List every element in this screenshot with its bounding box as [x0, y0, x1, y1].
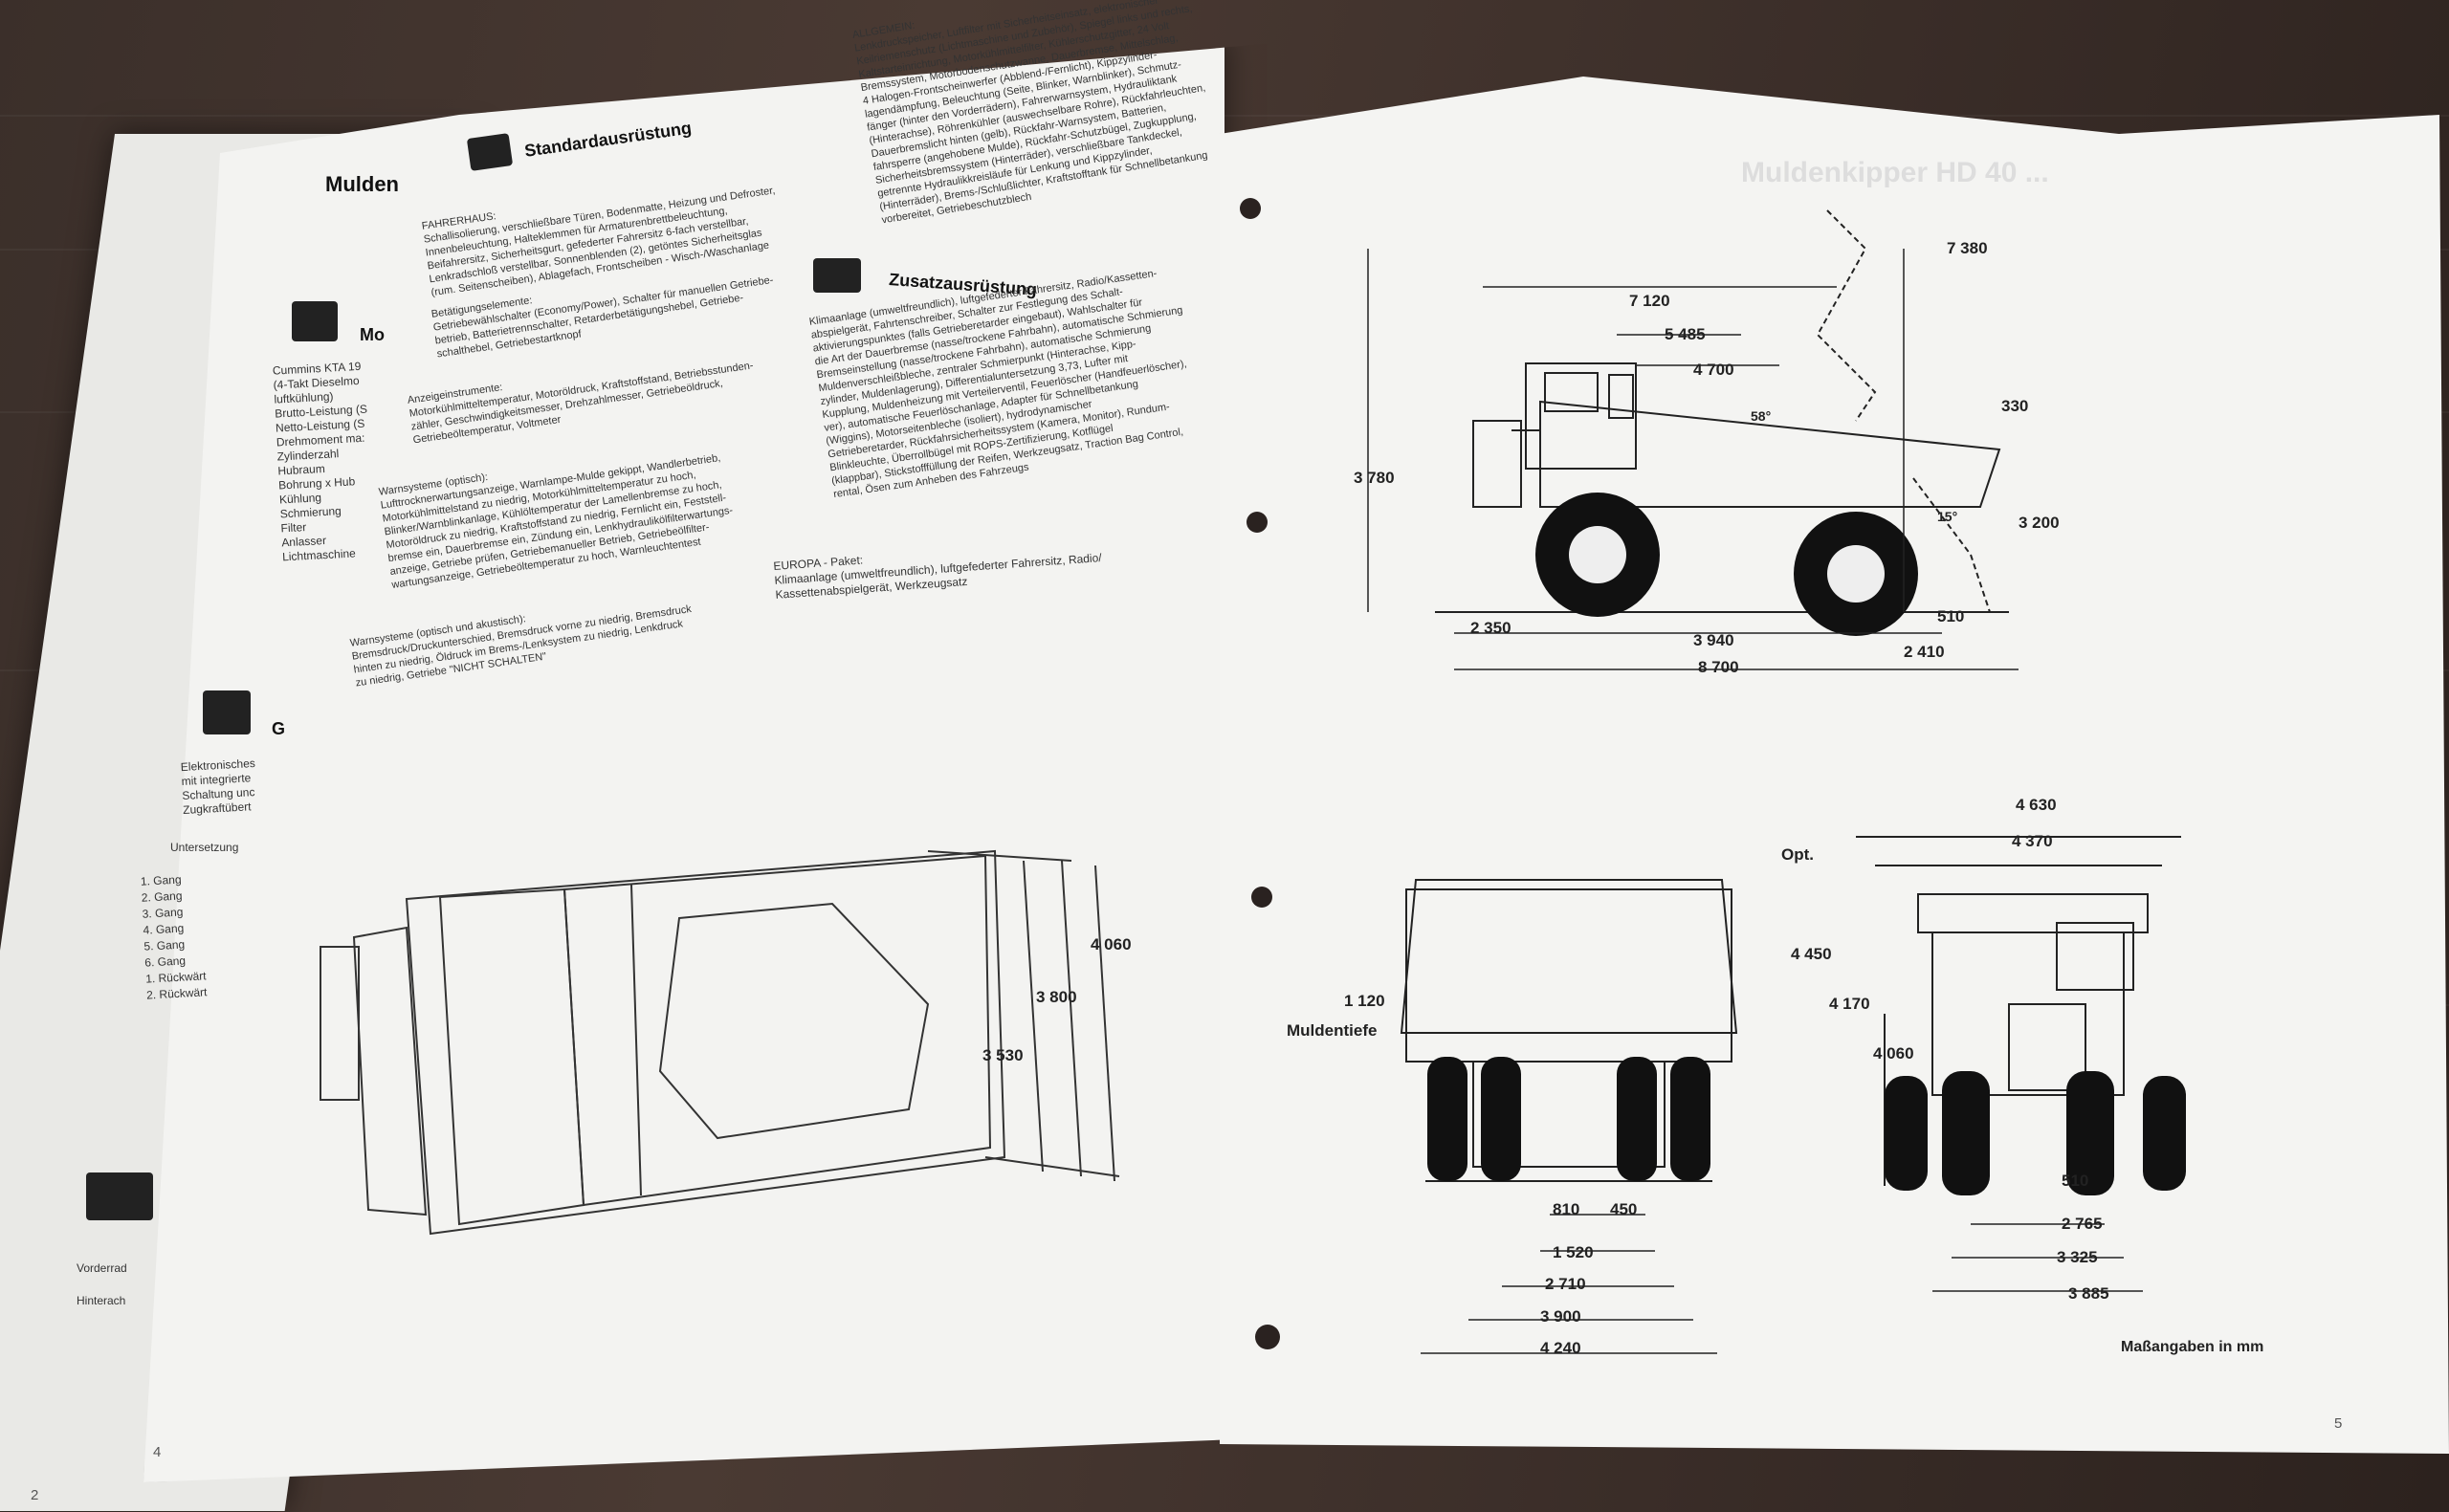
- dim-3780: 3 780: [1354, 469, 1395, 487]
- punch-hole-4: [1255, 1325, 1280, 1349]
- dim-2765: 2 765: [2062, 1215, 2103, 1233]
- dim-4060-front: 4 060: [1873, 1044, 1914, 1063]
- axle-labels: Vorderrad Hinterach: [77, 1261, 127, 1307]
- top-dim-4060: 4 060: [1091, 935, 1132, 953]
- engine-heading: Mo: [360, 325, 385, 344]
- tab-heading: Mulden: [325, 172, 399, 196]
- dim-1520: 1 520: [1553, 1243, 1594, 1261]
- faint-title: Muldenkipper HD 40 ...: [1741, 157, 2049, 188]
- left-page-number: 4: [153, 1444, 162, 1460]
- dim-4700: 4 700: [1693, 361, 1734, 379]
- punch-hole-2: [1247, 512, 1268, 533]
- front-view-drawing: [1856, 836, 2186, 1292]
- dim-3900: 3 900: [1540, 1307, 1581, 1326]
- dim-4170: 4 170: [1829, 995, 1870, 1013]
- dim-4240: 4 240: [1540, 1339, 1581, 1357]
- dim-1120: 1 120: [1344, 992, 1385, 1010]
- dim-4450: 4 450: [1791, 945, 1832, 963]
- dim-8700: 8 700: [1698, 658, 1739, 676]
- dim-3325: 3 325: [2057, 1248, 2098, 1266]
- gear-intro: Elektronisches mit integrierte Schaltung…: [180, 756, 256, 818]
- dim-510-side: 510: [1937, 607, 1965, 625]
- engine-icon: [292, 301, 338, 341]
- dim-3885: 3 885: [2068, 1284, 2109, 1303]
- top-dim-3800: 3 800: [1036, 988, 1077, 1006]
- units-note: Maßangaben in mm: [2121, 1339, 2264, 1355]
- punch-hole-1: [1240, 198, 1261, 219]
- dim-810: 810: [1553, 1200, 1580, 1218]
- engine-specs: Cummins KTA 19 (4-Takt Dieselmo luftkühl…: [272, 359, 368, 564]
- dim-2710: 2 710: [1545, 1275, 1586, 1293]
- rear-view-drawing: [1400, 879, 1738, 1354]
- dim-7380: 7 380: [1947, 239, 1988, 257]
- dim-2410: 2 410: [1904, 643, 1945, 661]
- gear-list: 1. Gang 2. Gang 3. Gang 4. Gang 5. Gang …: [140, 872, 208, 1002]
- right-page-number: 5: [2334, 1415, 2343, 1432]
- top-dim-3530: 3 530: [982, 1046, 1024, 1064]
- dim-510-front: 510: [2062, 1172, 2089, 1190]
- dim-330: 330: [2001, 397, 2029, 415]
- gearbox-icon: [203, 690, 251, 734]
- gear-heading: G: [272, 719, 286, 738]
- gear-label: Untersetzung: [170, 841, 239, 854]
- dim-4370: 4 370: [2012, 832, 2053, 850]
- left-page: [143, 38, 1224, 1482]
- dim-3200: 3 200: [2019, 514, 2060, 532]
- punch-hole-3: [1251, 887, 1272, 908]
- dim-2350: 2 350: [1470, 619, 1511, 637]
- dim-7120: 7 120: [1629, 292, 1670, 310]
- muldentiefe-label: Muldentiefe: [1287, 1021, 1378, 1040]
- dim-3940: 3 940: [1693, 631, 1734, 649]
- side-view-drawing: [1367, 209, 2019, 670]
- dim-15deg: 15°: [1937, 509, 1958, 524]
- opt-label: Opt.: [1781, 845, 1814, 864]
- standard-icon: [466, 133, 514, 171]
- under-page-number: 2: [31, 1487, 39, 1503]
- top-view-drawing: [320, 849, 1120, 1236]
- dim-450: 450: [1610, 1200, 1638, 1218]
- extra-icon: [813, 258, 861, 293]
- dim-4630: 4 630: [2016, 796, 2057, 814]
- dim-58deg: 58°: [1751, 408, 1772, 424]
- axle-icon: [86, 1172, 153, 1220]
- dim-5485: 5 485: [1665, 325, 1706, 343]
